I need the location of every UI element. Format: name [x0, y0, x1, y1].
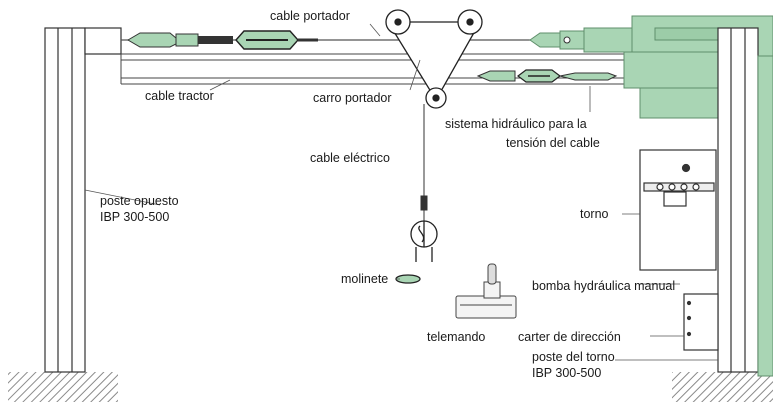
- green-mount-strip: [757, 55, 773, 377]
- tensioner-lower: [476, 69, 618, 83]
- label-poste-opuesto-1: poste opuesto: [100, 194, 179, 208]
- label-carter: carter de dirección: [518, 330, 621, 344]
- cable-electrico-drop: [420, 104, 428, 222]
- label-carro-portador: carro portador: [313, 91, 392, 105]
- label-poste-torno-2: IBP 300-500: [532, 366, 601, 380]
- leader-lines: [84, 23, 718, 361]
- label-molinete: molinete: [341, 272, 388, 286]
- molinete-shape: [395, 220, 438, 284]
- label-cable-tractor: cable tractor: [145, 89, 214, 103]
- carro-portador-shape: [385, 9, 483, 109]
- label-telemando: telemando: [427, 330, 485, 344]
- label-poste-torno-1: poste del torno: [532, 350, 615, 364]
- cable-clamp-left: [127, 30, 318, 50]
- ground-left: [8, 372, 118, 402]
- carter-box: [683, 293, 719, 351]
- telemando-device: [455, 263, 517, 319]
- torno-box: [639, 149, 717, 271]
- poste-torno: [717, 27, 759, 373]
- poste-opuesto: [44, 27, 122, 373]
- label-sistema-hidraulico-2: tensión del cable: [506, 136, 600, 150]
- label-cable-portador: cable portador: [270, 9, 350, 23]
- label-bomba: bomba hydráulica manual: [532, 279, 675, 293]
- label-sistema-hidraulico-1: sistema hidráulico para la: [445, 117, 587, 131]
- label-torno: torno: [580, 207, 609, 221]
- label-cable-electrico: cable eléctrico: [310, 151, 390, 165]
- label-poste-opuesto-2: IBP 300-500: [100, 210, 169, 224]
- ground-right: [672, 372, 773, 402]
